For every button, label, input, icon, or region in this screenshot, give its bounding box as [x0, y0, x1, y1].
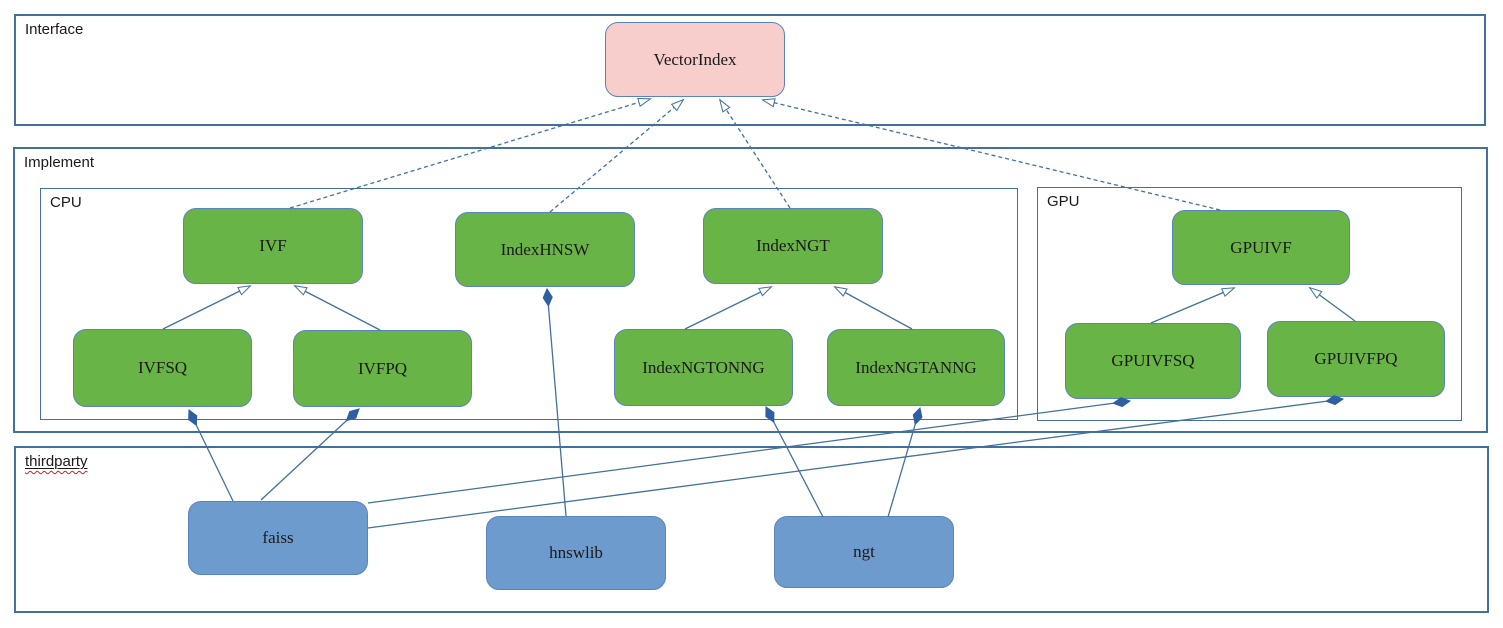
node-indexngtanng: IndexNGTANNG: [827, 329, 1005, 406]
node-indexhnsw: IndexHNSW: [455, 212, 635, 287]
node-ngt: ngt: [774, 516, 954, 588]
node-vectorindex-label: VectorIndex: [653, 49, 737, 69]
node-gpuivf: GPUIVF: [1172, 210, 1350, 285]
node-ivfsq: IVFSQ: [73, 329, 252, 407]
node-gpuivfpq-label: GPUIVFPQ: [1314, 349, 1398, 368]
node-ivfpq-label: IVFPQ: [357, 358, 408, 378]
node-faiss: faiss: [188, 501, 368, 575]
node-ivfsq-label: IVFSQ: [137, 358, 188, 377]
container-gpu-label: GPU: [1047, 193, 1080, 210]
node-ivf: IVF: [183, 208, 363, 284]
node-indexhnsw-label: IndexHNSW: [500, 239, 590, 259]
container-thirdparty-label: thirdparty: [25, 453, 88, 470]
node-vectorindex: VectorIndex: [605, 22, 785, 97]
container-interface-label: Interface: [25, 21, 84, 38]
node-indexngtonng: IndexNGTONNG: [614, 329, 793, 406]
node-indexngt: IndexNGT: [703, 208, 883, 284]
node-hnswlib: hnswlib: [486, 516, 666, 590]
node-gpuivf-label: GPUIVF: [1230, 237, 1292, 257]
node-ivfpq: IVFPQ: [293, 330, 472, 407]
node-ivf-label: IVF: [259, 236, 287, 255]
container-implement-label: Implement: [24, 154, 95, 171]
node-faiss-label: faiss: [262, 528, 294, 547]
node-gpuivfpq: GPUIVFPQ: [1267, 321, 1445, 397]
container-cpu-label: CPU: [50, 194, 82, 211]
node-gpuivfsq-label: GPUIVFSQ: [1111, 351, 1195, 370]
node-indexngtanng-label: IndexNGTANNG: [855, 357, 977, 377]
node-ngt-label: ngt: [853, 542, 875, 561]
node-indexngtonng-label: IndexNGTONNG: [642, 357, 765, 377]
node-gpuivfsq: GPUIVFSQ: [1065, 323, 1241, 399]
node-indexngt-label: IndexNGT: [756, 236, 830, 255]
node-hnswlib-label: hnswlib: [549, 543, 603, 562]
